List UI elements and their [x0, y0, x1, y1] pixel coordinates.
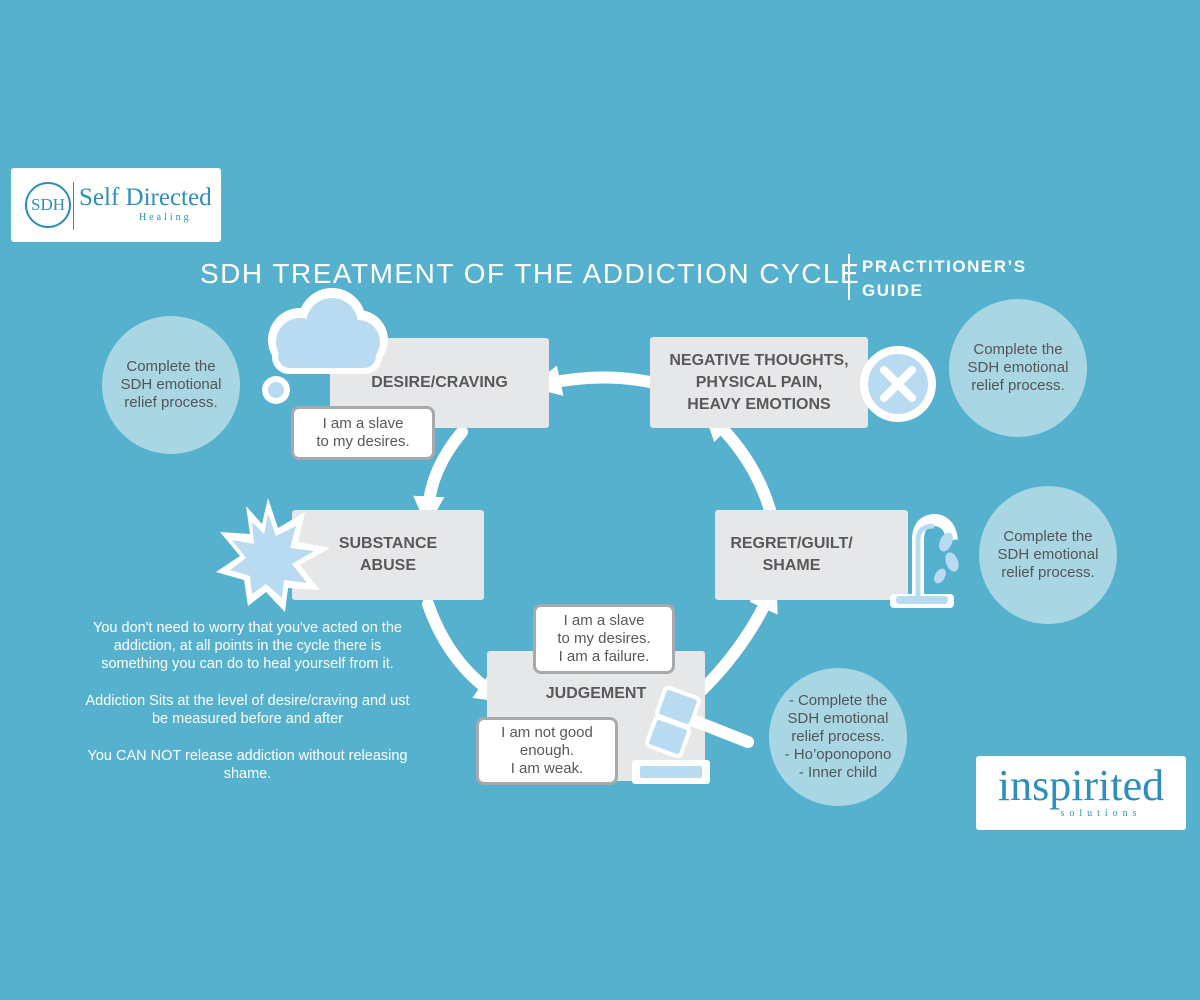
page-subtitle: PRACTITIONER’S GUIDE	[862, 257, 1027, 300]
bubble-judgement-bottom: I am not good enough. I am weak.	[476, 717, 618, 785]
note-paragraph-2: Addiction Sits at the level of desire/cr…	[85, 693, 410, 727]
circle-relief-top-right: Complete the SDH emotional relief proces…	[949, 299, 1087, 437]
thought-cloud-icon	[262, 288, 388, 404]
inspirited-logo-name: inspirited	[997, 761, 1165, 810]
arrow-judgement-to-regret	[694, 579, 778, 698]
stage-substance-label: SUBSTANCE ABUSE	[338, 535, 438, 574]
arrow-desire-to-substance	[413, 426, 468, 528]
x-circle-icon	[860, 346, 936, 422]
bubble-judgement-top: I am a slave to my desires. I am a failu…	[533, 604, 675, 674]
bubble-desire: I am a slave to my desires.	[291, 406, 435, 460]
practitioner-notes: You don't need to worry that you've acte…	[80, 619, 415, 802]
stage-negative-label: NEGATIVE THOUGHTS, PHYSICAL PAIN, HEAVY …	[669, 351, 849, 413]
sdh-initials: SDH	[25, 182, 71, 228]
sdh-logo: SDH Self Directed Healing	[11, 168, 221, 242]
sdh-logo-tagline: Healing	[139, 212, 192, 223]
inspirited-logo: inspirited solutions	[976, 756, 1186, 830]
stage-regret-guilt-shame: REGRET/GUILT/ SHAME	[715, 510, 908, 600]
note-paragraph-1: You don't need to worry that you've acte…	[93, 620, 402, 672]
page-title: SDH TREATMENT OF THE ADDICTION CYCLE	[200, 258, 861, 289]
sdh-logo-divider	[73, 182, 74, 230]
circle-relief-mid-right: Complete the SDH emotional relief proces…	[979, 486, 1117, 624]
arrow-negative-to-desire	[529, 365, 656, 396]
burst-icon	[216, 498, 330, 612]
stage-judgement-label: JUDGEMENT	[545, 685, 647, 702]
title-divider	[848, 254, 850, 300]
stage-substance-abuse: SUBSTANCE ABUSE	[292, 510, 484, 600]
stage-desire-label: DESIRE/CRAVING	[371, 374, 508, 391]
gavel-icon	[632, 685, 754, 784]
note-paragraph-3: You CAN NOT release addiction without re…	[87, 748, 408, 782]
circle-relief-top-left: Complete the SDH emotional relief proces…	[102, 316, 240, 454]
arrow-substance-to-judgement	[422, 598, 507, 703]
fountain-icon	[890, 513, 959, 608]
circle-relief-bottom: - Complete the SDH emotional relief proc…	[769, 668, 907, 806]
inspirited-logo-tagline: solutions	[1060, 808, 1142, 819]
arrow-regret-to-negative	[702, 409, 776, 516]
stage-regret-label: REGRET/GUILT/ SHAME	[730, 535, 853, 574]
stage-negative-thoughts: NEGATIVE THOUGHTS, PHYSICAL PAIN, HEAVY …	[650, 337, 868, 428]
sdh-logo-name: Self Directed	[79, 184, 212, 211]
